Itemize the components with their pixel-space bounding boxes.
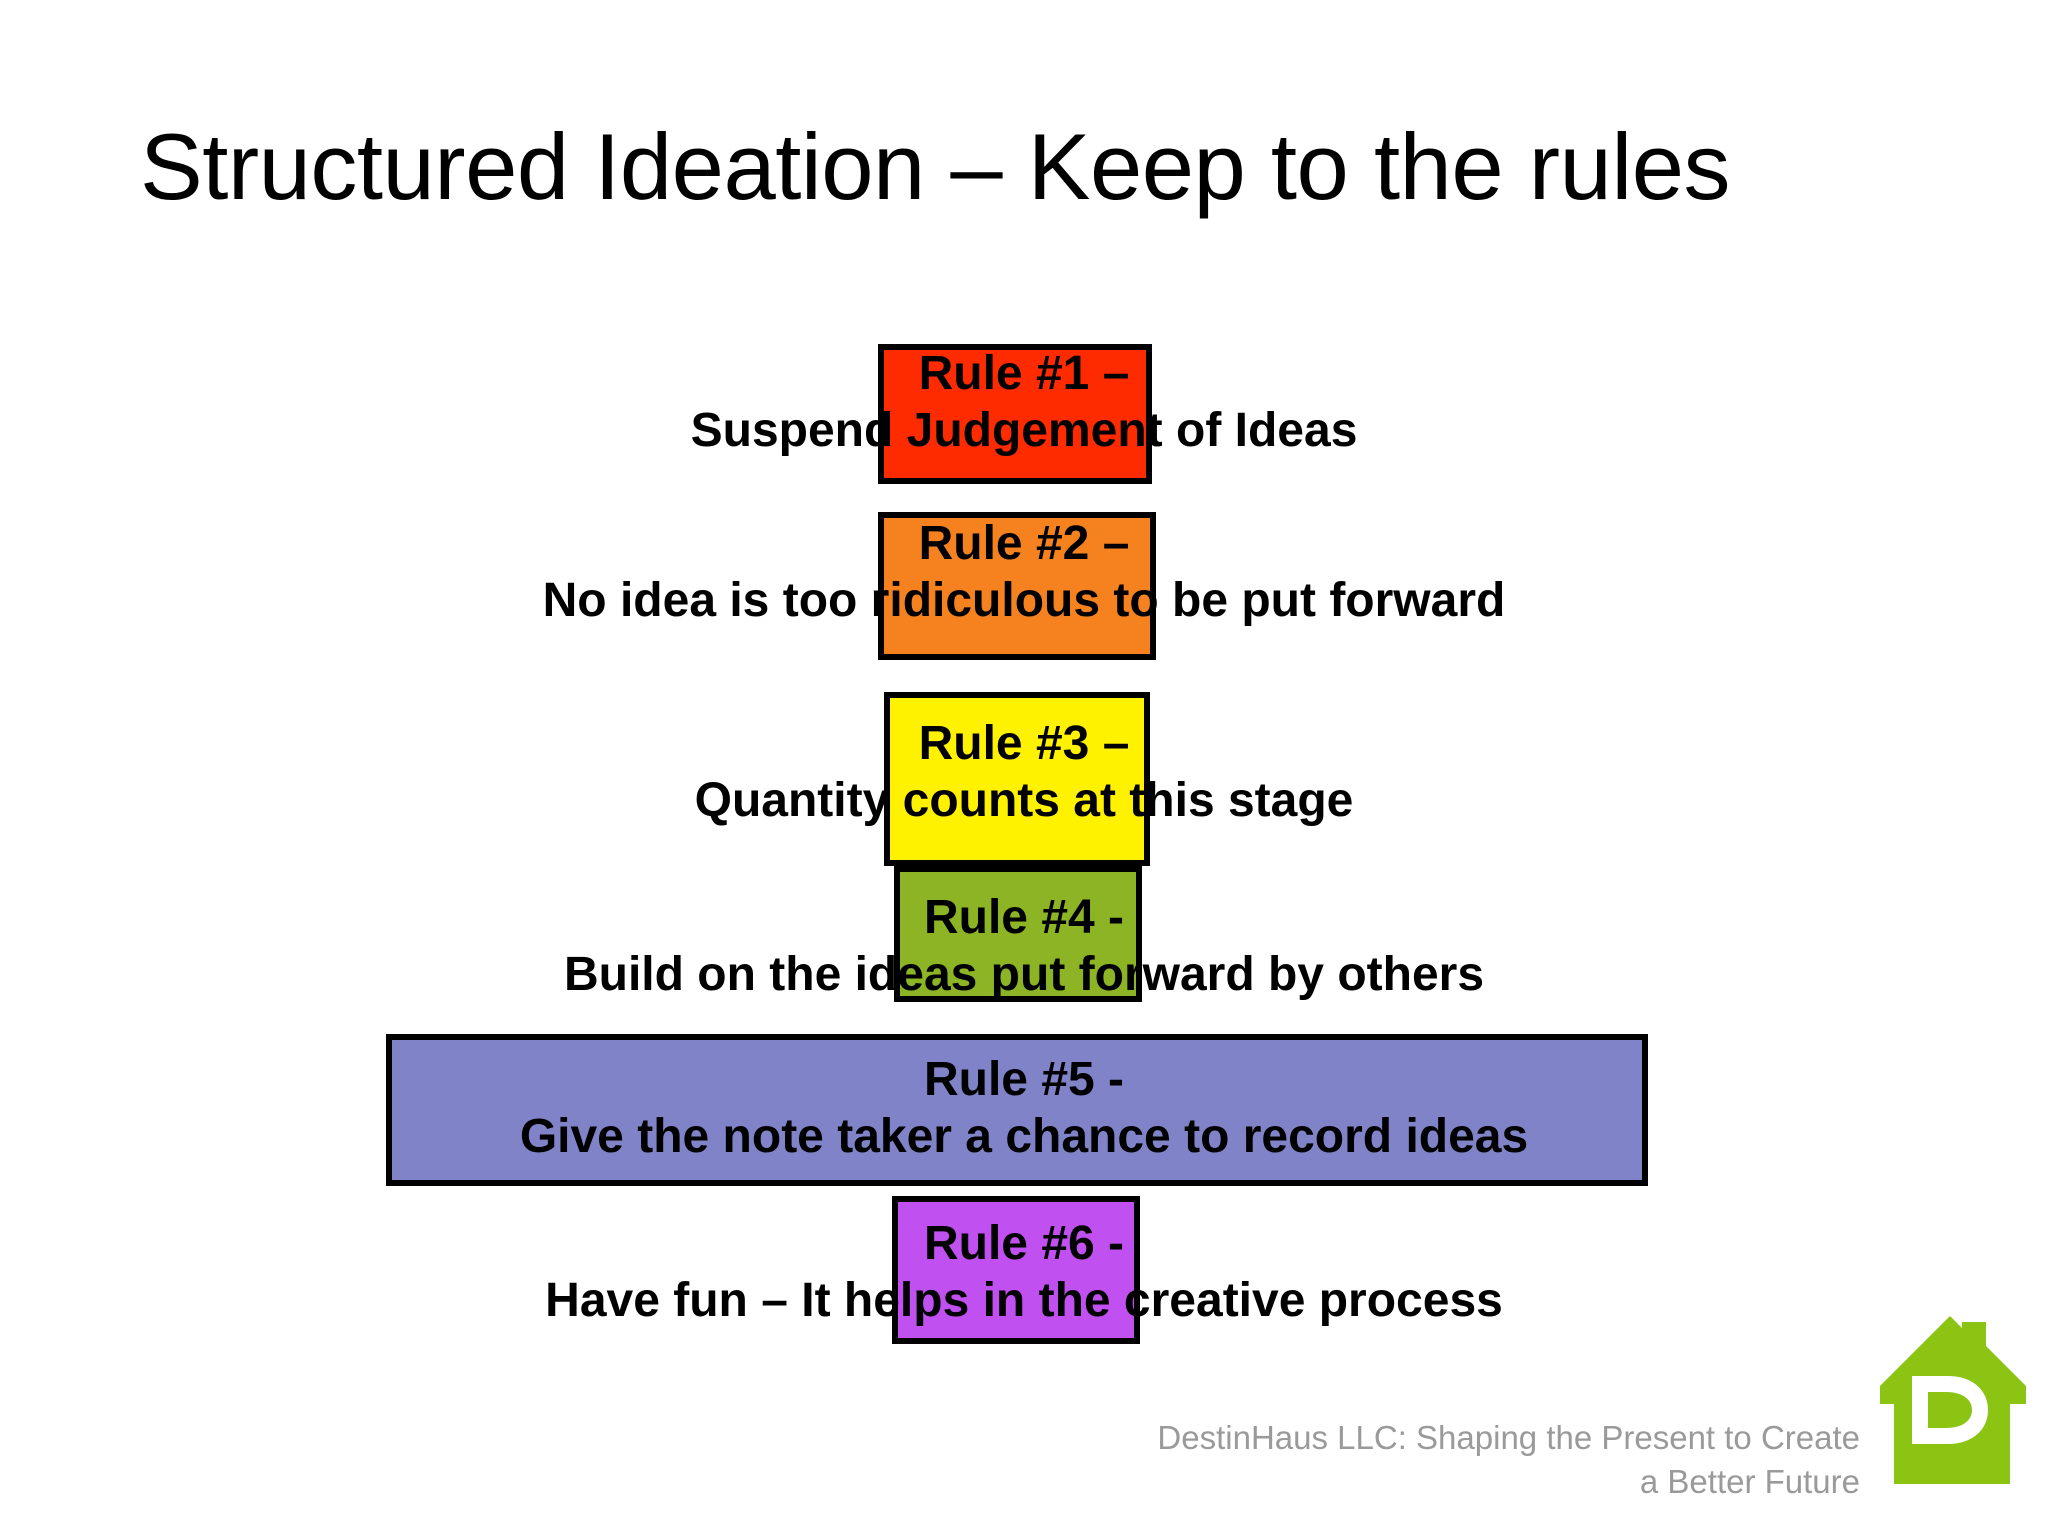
rule-2-text: Rule #2 – No idea is too ridiculous to b… bbox=[542, 517, 1506, 627]
rule-5-text: Rule #5 - Give the note taker a chance t… bbox=[519, 1053, 1529, 1163]
rule-6-text: Rule #6 - Have fun – It helps in the cre… bbox=[545, 1217, 1503, 1327]
rule-2-color-box bbox=[878, 512, 1156, 660]
rule-6-color-box bbox=[892, 1196, 1140, 1344]
footer-tagline: DestinHaus LLC: Shaping the Present to C… bbox=[1157, 1419, 1860, 1500]
rule-3-text: Rule #3 – Quantity counts at this stage bbox=[694, 717, 1354, 827]
house-icon bbox=[1880, 1316, 2026, 1484]
rule-3-color-box bbox=[884, 692, 1150, 866]
rule-5-color-box bbox=[386, 1034, 1648, 1186]
rule-row-4: Rule #4 - Build on the ideas put forward… bbox=[0, 866, 2048, 1026]
rule-row-1: Rule #1 – Suspend Judgement of Ideas bbox=[0, 340, 2048, 500]
rule-row-2: Rule #2 – No idea is too ridiculous to b… bbox=[0, 512, 2048, 672]
rule-4-color-box bbox=[894, 866, 1142, 1002]
rule-row-5: Rule #5 - Give the note taker a chance t… bbox=[0, 1034, 2048, 1194]
rule-4-text: Rule #4 - Build on the ideas put forward… bbox=[563, 891, 1485, 1001]
rule-1-text: Rule #1 – Suspend Judgement of Ideas bbox=[690, 347, 1358, 457]
rule-row-6: Rule #6 - Have fun – It helps in the cre… bbox=[0, 1196, 2048, 1356]
rule-1-color-box bbox=[878, 344, 1152, 484]
destinhaus-house-logo bbox=[1876, 1312, 2048, 1502]
rule-row-3: Rule #3 – Quantity counts at this stage bbox=[0, 692, 2048, 866]
page-title: Structured Ideation – Keep to the rules bbox=[140, 114, 1730, 219]
